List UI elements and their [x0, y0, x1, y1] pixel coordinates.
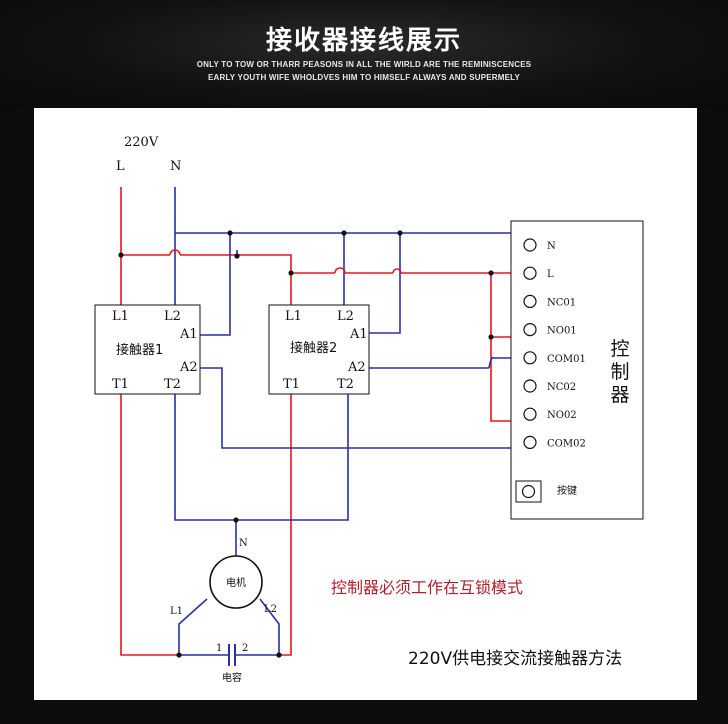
capacitor-name: 电容	[222, 671, 242, 684]
button-circle-icon	[521, 484, 536, 499]
contactor1-l1: L1	[112, 309, 129, 324]
interlock-note: 控制器必须工作在互锁模式	[331, 578, 523, 597]
terminal-nc02-label: NC02	[547, 382, 576, 393]
button-label: 按键	[557, 484, 577, 497]
controller-name-char-3: 器	[610, 384, 629, 406]
contactor1-a1: A1	[179, 327, 198, 342]
capacitor-pin2: 2	[242, 643, 248, 654]
motor-l1-label: L1	[170, 606, 183, 617]
contactor2-t1: T1	[283, 377, 300, 392]
terminal-com01-circle	[523, 351, 537, 365]
capacitor: 1 2 电容	[216, 643, 248, 684]
subtitle-line-1: ONLY TO TOW OR THARR PEASONS IN ALL THE …	[196, 60, 532, 69]
terminal-no02-label: NO02	[547, 410, 577, 421]
terminal-nc02-circle	[523, 379, 537, 393]
terminal-l-label: L	[547, 269, 554, 280]
contactor-1: L1 L2 A1 接触器1 A2 T1 T2	[94, 304, 201, 395]
motor: 电机 N L1 L2	[170, 538, 277, 617]
header-banner: 接收器接线展示 ONLY TO TOW OR THARR PEASONS IN …	[0, 0, 728, 110]
contactor1-a2: A2	[179, 360, 198, 375]
motor-l2-label: L2	[264, 604, 277, 615]
terminal-com02-circle	[523, 435, 537, 449]
contactor2-a1: A1	[349, 327, 368, 342]
terminal-com01-label: COM01	[547, 354, 586, 365]
terminal-n-circle	[523, 238, 537, 252]
terminal-no02-circle	[523, 407, 537, 421]
contactor2-l2: L2	[337, 309, 354, 324]
contactor-2: L1 L2 A1 接触器2 A2 T1 T2	[268, 304, 370, 395]
neutral-label: N	[170, 159, 181, 174]
contactor2-l1: L1	[285, 309, 302, 324]
controller-button	[515, 480, 542, 503]
page-title: 接收器接线展示	[265, 26, 462, 56]
terminal-l-circle	[523, 266, 537, 280]
terminal-nc01-label: NC01	[547, 297, 576, 308]
wiring-diagram: 220V L N L1 L2 A1 接触器1 A2 T1 T2 L1 L2 A1…	[94, 135, 644, 684]
motor-name: 电机	[226, 576, 246, 589]
terminal-com02-label: COM02	[547, 438, 586, 449]
contactor2-name: 接触器2	[290, 340, 337, 356]
line-label: L	[116, 159, 125, 174]
contactor2-a2: A2	[347, 360, 366, 375]
contactor1-l2: L2	[164, 309, 181, 324]
terminal-n-label: N	[547, 241, 556, 252]
live-wires	[120, 187, 530, 656]
motor-n-label: N	[239, 538, 248, 549]
voltage-label: 220V	[124, 135, 159, 150]
terminal-no01-label: NO01	[547, 326, 577, 337]
contactor1-name: 接触器1	[116, 342, 163, 358]
diagram-caption: 220V供电接交流接触器方法	[408, 649, 622, 669]
terminal-nc01-circle	[523, 294, 537, 308]
contactor1-t2: T2	[164, 377, 181, 392]
contactor2-t2: T2	[337, 377, 354, 392]
controller-name-char-1: 控	[610, 338, 629, 360]
terminal-no01-circle	[523, 323, 537, 337]
diagram-panel: 220V L N L1 L2 A1 接触器1 A2 T1 T2 L1 L2 A1…	[34, 108, 697, 700]
capacitor-pin1: 1	[216, 643, 222, 654]
controller-name-char-2: 制	[610, 361, 629, 383]
junction-dots	[118, 230, 494, 658]
contactor1-t1: T1	[112, 377, 129, 392]
subtitle-line-2: EARLY YOUTH WIFE WHOLDVES HIM TO HIMSELF…	[207, 73, 521, 82]
